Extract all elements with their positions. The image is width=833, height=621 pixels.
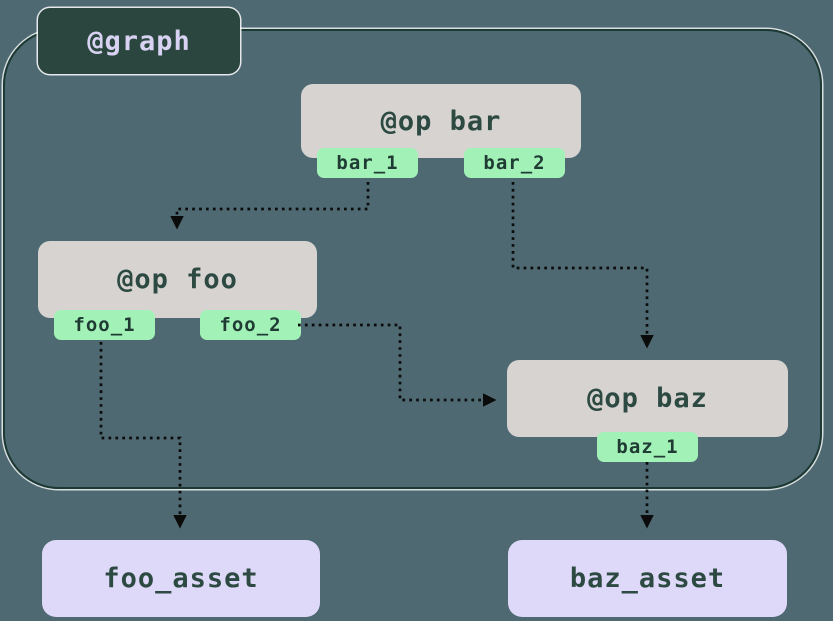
graph-title-text: @graph <box>87 25 191 57</box>
output-tag-bar_2: bar_2 <box>464 148 565 178</box>
op-bar-label: @op bar <box>380 105 502 137</box>
op-foo-box: @op foo <box>38 241 317 318</box>
output-tag-foo_1: foo_1 <box>54 310 155 340</box>
op-baz-label: @op baz <box>587 383 708 414</box>
asset-foo-label: foo_asset <box>103 563 259 594</box>
op-bar-outputs: bar_1 bar_2 <box>301 148 581 178</box>
asset-node-foo_asset: foo_asset <box>42 540 320 617</box>
op-baz-box: @op baz <box>507 360 788 437</box>
op-node-bar: @op bar bar_1 bar_2 <box>301 84 581 178</box>
op-foo-outputs: foo_1 foo_2 <box>38 310 317 340</box>
op-bar-box: @op bar <box>301 84 581 158</box>
asset-baz-label: baz_asset <box>569 563 726 594</box>
op-node-foo: @op foo foo_1 foo_2 <box>38 241 317 340</box>
graph-title-chip: @graph <box>38 8 240 74</box>
graph-boundary <box>3 29 822 489</box>
output-tag-foo_2: foo_2 <box>200 310 301 340</box>
op-baz-outputs: baz_1 <box>507 432 788 462</box>
op-foo-label: @op foo <box>117 264 238 295</box>
asset-node-baz_asset: baz_asset <box>508 540 787 617</box>
output-tag-bar_1: bar_1 <box>317 148 418 178</box>
output-tag-baz_1: baz_1 <box>597 432 698 462</box>
op-node-baz: @op baz baz_1 <box>507 360 788 462</box>
